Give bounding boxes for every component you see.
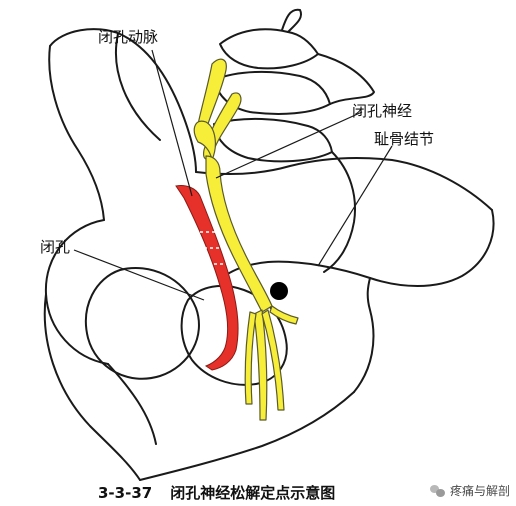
release-point-marker <box>270 282 288 300</box>
spinous-process <box>281 8 302 33</box>
femoral-head <box>84 266 200 380</box>
leader-foramen <box>73 249 205 301</box>
ischium-outline <box>139 391 355 481</box>
leader-nerve <box>215 111 363 179</box>
watermark: 疼痛与解剖 <box>429 482 510 499</box>
artery-vessel <box>175 185 239 371</box>
label-obturator-foramen: 闭孔 <box>40 238 71 256</box>
nerve-branch-2 <box>261 309 285 411</box>
iliac-crest <box>114 33 161 141</box>
ilium-inner-outline <box>48 45 105 221</box>
pubic-body <box>369 209 495 287</box>
femoral-neck <box>43 293 141 481</box>
vertebra-1 <box>219 28 319 70</box>
label-pubic-tubercle: 耻骨结节 <box>374 130 435 148</box>
obturator-nerve <box>193 58 299 421</box>
nerve-branch-4 <box>244 311 257 405</box>
watermark-text: 疼痛与解剖 <box>449 484 510 498</box>
inferior-ramus <box>353 277 375 393</box>
nerve-branch-3 <box>269 305 299 325</box>
nerve-branch-1 <box>253 309 268 421</box>
leader-lines <box>73 49 393 301</box>
transverse-process <box>317 53 375 105</box>
figure-caption: 3-3-37 闭孔神经松解定点示意图 <box>98 482 353 503</box>
bone-outlines <box>43 8 495 481</box>
nerve-loop <box>193 120 216 161</box>
obturator-artery <box>175 185 242 371</box>
figure-title: 闭孔神经松解定点示意图 <box>170 484 336 502</box>
nerve-trunk <box>205 155 273 313</box>
leader-tubercle <box>317 145 393 267</box>
superior-ramus <box>221 260 371 279</box>
wechat-icon <box>429 484 446 498</box>
ilium-outline <box>49 28 197 173</box>
label-obturator-nerve: 闭孔神经 <box>352 102 413 120</box>
figure-number: 3-3-37 <box>98 484 153 502</box>
ischial-spine <box>107 363 157 445</box>
vertebra-3 <box>213 117 333 163</box>
leader-artery <box>151 49 193 197</box>
label-obturator-artery: 闭孔动脉 <box>98 28 159 46</box>
pelvic-brim <box>195 157 493 211</box>
sacrum-edge <box>323 151 356 273</box>
